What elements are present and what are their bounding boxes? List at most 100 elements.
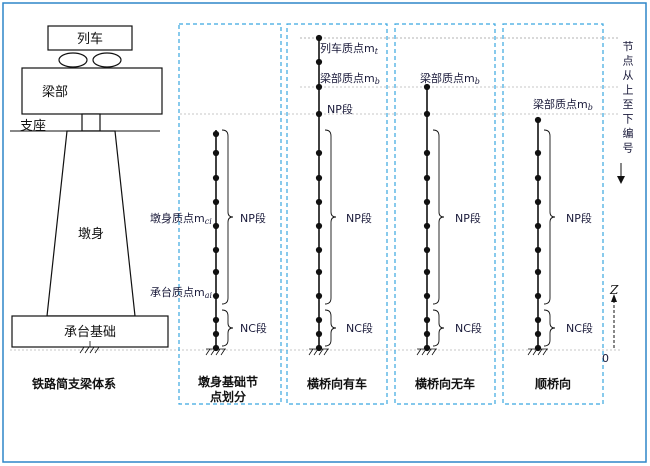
panel2-node xyxy=(315,268,323,276)
panel2-nc-brace xyxy=(324,309,337,347)
panel2-np-label: NP段 xyxy=(346,211,372,225)
panel3-girder-mass-label-main: 梁部质点m xyxy=(420,71,475,85)
side-note-char: 至 xyxy=(623,98,634,111)
bearing-box xyxy=(81,113,101,132)
panel1-node xyxy=(212,246,220,254)
side-note-char: 下 xyxy=(623,113,634,126)
panel2-caption: 横桥向有车 xyxy=(307,376,367,391)
panel1-cap-mass-label-sub: ai xyxy=(205,291,213,300)
panel3-node xyxy=(423,292,431,300)
panel2-ground-icon-tick xyxy=(308,348,314,356)
panel2-node xyxy=(315,222,323,230)
panel1-np-brace xyxy=(221,129,234,305)
foundation-label: 承台基础 xyxy=(64,325,116,340)
panel2-node xyxy=(315,58,323,66)
panel4-node xyxy=(534,246,542,254)
panel3-ground-icon xyxy=(416,348,437,356)
panel1-pier-mass-label-sub: ci xyxy=(205,217,212,226)
panel3-np-label: NP段 xyxy=(455,211,481,225)
panel4-ground-icon-tick xyxy=(542,348,548,356)
panel1-ground-icon xyxy=(205,348,226,356)
panel3-node xyxy=(423,174,431,182)
panel4-node xyxy=(534,174,542,182)
panel2-ground-icon xyxy=(308,348,329,356)
panel4-node xyxy=(534,222,542,230)
panel2-node xyxy=(315,330,323,338)
side-note-char: 点 xyxy=(623,55,634,68)
panel4-nc-label: NC段 xyxy=(566,321,593,335)
panel4-girder-mass-label-sub: b xyxy=(588,103,593,112)
panel3-caption: 横桥向无车 xyxy=(415,376,475,391)
panel1-pier-mass-label-main: 墩身质点m xyxy=(150,211,205,225)
panel1-node xyxy=(212,198,220,206)
panel1-caption: 墩身基础节点划分 xyxy=(198,374,258,404)
side-note-char: 从 xyxy=(623,69,634,82)
panel3-node xyxy=(423,330,431,338)
panel2-node xyxy=(315,246,323,254)
panel2-node xyxy=(315,83,323,91)
panel2-np-brace xyxy=(324,129,337,305)
structure-caption: 铁路简支梁体系 xyxy=(32,376,116,391)
panel1-cap-mass-label-main: 承台质点m xyxy=(150,285,205,299)
panel3-np-brace xyxy=(432,129,445,305)
panel4-np-label: NP段 xyxy=(566,211,592,225)
panel1-ground-icon-tick xyxy=(205,348,211,356)
train-box xyxy=(47,25,133,51)
panel2-node xyxy=(315,149,323,157)
panel1-ground-icon-tick xyxy=(215,348,221,356)
panel1-node xyxy=(212,174,220,182)
panel4-ground-icon-tick xyxy=(532,348,538,356)
panel2-nc-label: NC段 xyxy=(346,321,373,335)
panel4-ground-icon-tick xyxy=(537,348,543,356)
pier-label: 墩身 xyxy=(78,226,104,242)
z-axis-arrow-icon xyxy=(611,294,617,302)
panel1-node xyxy=(212,268,220,276)
panel2-train-mass-label-sub: t xyxy=(375,47,379,56)
panel4-ground-icon-tick xyxy=(527,348,533,356)
panel1-np-label: NP段 xyxy=(240,211,266,225)
panel3-node xyxy=(423,222,431,230)
panel1-caption-line1: 墩身基础节 xyxy=(198,374,258,389)
down-arrow-icon xyxy=(617,176,625,184)
panel3-ground-icon-tick xyxy=(431,348,437,356)
panel2-train-mass-label: 列车质点mt xyxy=(320,41,379,56)
side-note-char: 编 xyxy=(623,126,634,140)
panel3-girder-mass-label: 梁部质点mb xyxy=(420,71,480,86)
panel1-node xyxy=(212,316,220,324)
ground-hatch-icon xyxy=(79,341,100,354)
panel1-ground-icon-tick xyxy=(210,348,216,356)
panel1-node xyxy=(212,149,220,157)
panel2-ground-icon-tick xyxy=(318,348,324,356)
panel4-girder-mass-label-main: 梁部质点m xyxy=(533,97,588,111)
panel4-ground-icon xyxy=(527,348,548,356)
panel2-train-mass-label-main: 列车质点m xyxy=(320,41,375,55)
wheel-left-icon xyxy=(58,52,88,68)
panel1-cap-mass-label: 承台质点mai xyxy=(150,285,212,300)
panel4-node xyxy=(534,198,542,206)
panel3-node xyxy=(423,198,431,206)
panel2-ground-icon-tick xyxy=(323,348,329,356)
panel1-nc-brace xyxy=(221,309,234,347)
panel3-node xyxy=(423,246,431,254)
panel2-girder-mass-label-sub: b xyxy=(375,77,380,86)
panel1-caption-line2: 点划分 xyxy=(210,389,246,404)
panel3-node xyxy=(423,316,431,324)
panel2-girder-mass-label: 梁部质点mb xyxy=(320,71,380,86)
panel2-node xyxy=(315,292,323,300)
panel4-node xyxy=(534,268,542,276)
panel2-girder-mass-label-main: 梁部质点m xyxy=(320,71,375,85)
panel2-np-top-label: NP段 xyxy=(327,102,353,116)
panel4-girder-mass-label: 梁部质点mb xyxy=(533,97,593,112)
panel3-nc-brace xyxy=(432,309,445,347)
z-axis: Z 0 xyxy=(602,283,619,365)
panel4-np-brace xyxy=(543,129,556,305)
girder-label: 梁部 xyxy=(42,85,68,100)
panel3-nc-label: NC段 xyxy=(455,321,482,335)
panel3-ground-icon-tick xyxy=(416,348,422,356)
axis-origin-label: 0 xyxy=(602,352,609,365)
panel1-node xyxy=(212,330,220,338)
panel3-node xyxy=(423,268,431,276)
